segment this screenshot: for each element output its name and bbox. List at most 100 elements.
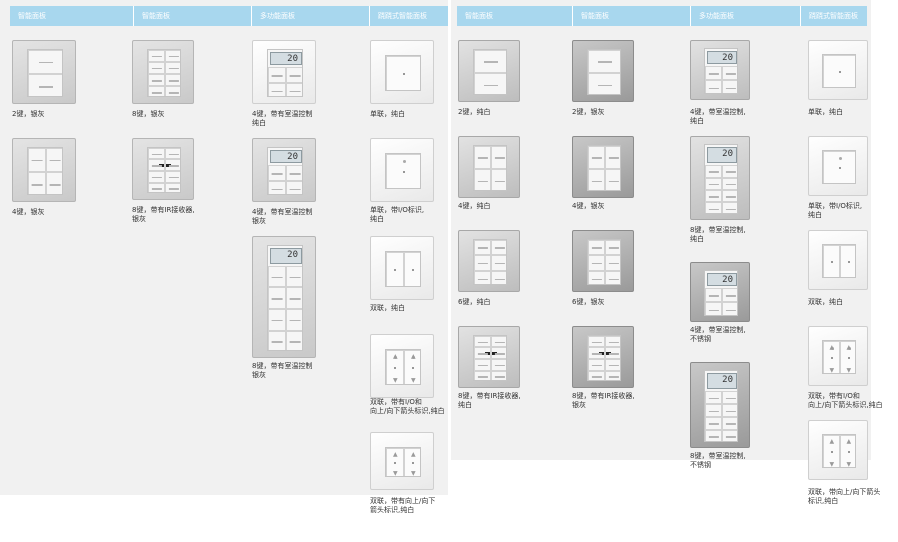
key-button xyxy=(148,159,165,171)
switch-product xyxy=(808,40,868,100)
key-label-mark xyxy=(477,157,488,159)
left-header-col1: 智能面板 xyxy=(10,6,134,26)
key-button xyxy=(588,255,605,271)
rocker-insert xyxy=(822,150,856,184)
rocker-key xyxy=(386,154,420,188)
key-button xyxy=(605,270,620,285)
switch-frame: 20 xyxy=(690,136,750,220)
key-label-mark xyxy=(725,436,736,438)
key-label-mark xyxy=(708,423,719,425)
key-label-mark xyxy=(725,208,736,211)
product-caption: 8键，带有室温控制 银灰 xyxy=(252,362,313,379)
key-label-mark xyxy=(608,364,619,367)
key-button xyxy=(705,429,722,441)
rocker-key xyxy=(386,448,404,476)
keypad-insert xyxy=(473,238,507,286)
key-label-mark xyxy=(484,61,498,63)
key-button xyxy=(491,145,506,169)
arrow-down-icon: ▼ xyxy=(393,377,398,385)
switch-frame: ▲▼▲▼ xyxy=(808,420,868,480)
key-label-mark xyxy=(271,188,283,191)
switch-product xyxy=(370,40,434,104)
io-mark xyxy=(839,157,842,161)
key-button xyxy=(491,358,506,371)
key-label-mark xyxy=(289,173,301,175)
key-button xyxy=(474,72,506,95)
io-mark xyxy=(830,347,834,351)
rocker-insert xyxy=(822,54,856,88)
indicator-dot xyxy=(839,71,841,73)
indicator-dot xyxy=(394,462,396,464)
key-button xyxy=(722,404,737,417)
key-label-mark xyxy=(608,157,619,159)
arrow-down-icon: ▼ xyxy=(393,470,398,477)
key-label-mark xyxy=(494,376,505,378)
key-label-mark xyxy=(477,278,488,281)
key-button xyxy=(165,159,180,171)
left-header-col3: 多功能面板 xyxy=(252,6,370,26)
key-label-mark xyxy=(477,262,488,265)
key-label-mark xyxy=(151,153,162,155)
key-button xyxy=(588,72,620,95)
key-button xyxy=(286,308,302,331)
switch-product xyxy=(458,136,520,198)
product-caption: 2键，纯白 xyxy=(458,108,491,116)
switch-product xyxy=(808,136,868,196)
key-button xyxy=(28,147,46,172)
product-caption: 8键，带有IR接收器, 纯白 xyxy=(458,392,521,409)
arrow-down-icon: ▼ xyxy=(411,470,416,477)
indicator-dot xyxy=(830,451,833,453)
keypad-insert xyxy=(587,334,621,382)
key-button xyxy=(286,82,302,97)
key-label-mark xyxy=(271,341,283,343)
key-label-mark xyxy=(708,73,719,75)
key-label-mark xyxy=(484,84,498,87)
key-button xyxy=(46,147,62,172)
key-label-mark xyxy=(608,247,619,249)
product-caption: 2键，银灰 xyxy=(12,110,45,118)
key-button xyxy=(165,170,180,183)
switch-product: 20 xyxy=(690,362,750,448)
indicator-dot xyxy=(830,357,833,359)
key-label-mark xyxy=(708,397,719,400)
key-label-mark xyxy=(289,188,301,191)
product-caption: 2键，银灰 xyxy=(572,108,605,116)
switch-product xyxy=(370,138,434,202)
key-label-mark xyxy=(289,90,301,93)
switch-frame: 20 xyxy=(252,138,316,202)
keypad-insert xyxy=(473,48,507,96)
key-button xyxy=(705,80,722,93)
switch-frame xyxy=(132,40,194,104)
io-mark xyxy=(847,347,851,351)
switch-frame: ▲▼▲▼ xyxy=(808,326,868,386)
rocker-insert: ▲▼▲▼ xyxy=(385,349,421,385)
key-button xyxy=(605,335,620,348)
key-label-mark xyxy=(725,423,736,425)
key-label-mark xyxy=(31,184,43,186)
arrow-up-icon: ▲ xyxy=(829,438,835,446)
key-label-mark xyxy=(168,165,179,167)
arrow-down-icon: ▼ xyxy=(846,460,852,468)
right-header-bar: 智能面板 智能面板 多功能面板 跷跷式智能面板 xyxy=(457,6,867,26)
key-button xyxy=(268,287,286,309)
key-button xyxy=(722,302,737,315)
key-label-mark xyxy=(477,376,488,378)
key-label-mark xyxy=(725,410,736,413)
key-label-mark xyxy=(608,341,619,343)
key-button xyxy=(474,370,491,381)
key-button xyxy=(474,49,506,73)
switch-frame xyxy=(572,40,634,102)
rocker-insert xyxy=(385,55,421,91)
switch-frame xyxy=(458,230,520,292)
rocker-key xyxy=(840,435,855,467)
key-button xyxy=(474,347,491,359)
product-caption: 4键，银灰 xyxy=(12,208,45,216)
indicator-dot xyxy=(830,261,833,263)
key-button xyxy=(705,416,722,430)
indicator-dot xyxy=(394,269,396,271)
key-label-mark xyxy=(168,55,179,58)
keypad-insert xyxy=(147,48,181,98)
key-label-mark xyxy=(289,75,301,77)
key-label-mark xyxy=(591,157,602,159)
io-mark xyxy=(403,160,406,164)
